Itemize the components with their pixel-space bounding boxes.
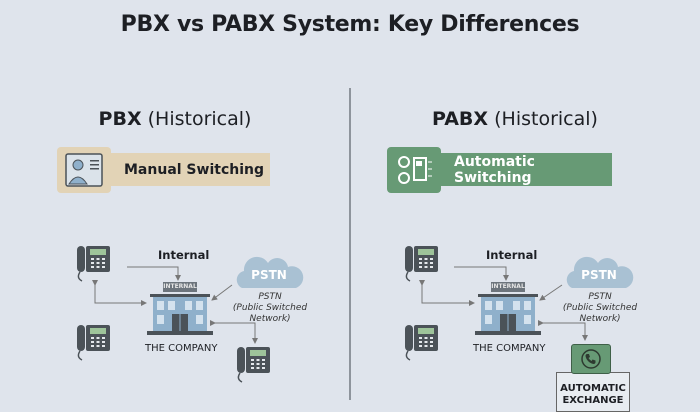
pbx-connection-lines bbox=[92, 266, 258, 344]
exchange-phone-icon bbox=[571, 344, 611, 374]
operator-icon bbox=[57, 147, 111, 193]
company-label: THE COMPANY bbox=[473, 343, 546, 354]
page-title: PBX vs PABX System: Key Differences bbox=[120, 12, 580, 37]
building-icon bbox=[147, 292, 213, 336]
automatic-switching-badge: Automatic Switching bbox=[440, 153, 612, 186]
building-sign: INTERNAL bbox=[163, 282, 197, 292]
building-icon bbox=[475, 292, 541, 336]
phone-icon bbox=[404, 244, 440, 282]
phone-icon bbox=[76, 244, 112, 282]
phone-icon bbox=[236, 345, 272, 383]
automatic-exchange-box: AUTOMATIC EXCHANGE bbox=[556, 372, 630, 412]
cloud-label: PSTN bbox=[251, 268, 287, 282]
gears-circuit-icon bbox=[387, 147, 441, 193]
internal-label: Internal bbox=[158, 248, 210, 262]
cloud-icon bbox=[566, 256, 634, 288]
cloud-icon bbox=[236, 256, 304, 288]
building-sign: INTERNAL bbox=[491, 282, 525, 292]
phone-icon bbox=[76, 323, 112, 361]
pbx-heading: PBX (Historical) bbox=[98, 108, 252, 130]
manual-switching-badge: Manual Switching bbox=[110, 153, 270, 186]
pabx-panel: PABX (Historical) Automatic Switching In… bbox=[330, 0, 680, 412]
phone-icon bbox=[404, 323, 440, 361]
internal-label: Internal bbox=[486, 248, 538, 262]
divider bbox=[349, 88, 351, 400]
pabx-connection-lines bbox=[419, 266, 588, 341]
cloud-label: PSTN bbox=[581, 268, 617, 282]
pabx-heading: PABX (Historical) bbox=[432, 108, 598, 130]
pbx-panel: PBX (Historical) Manual Switching Intern… bbox=[0, 0, 350, 400]
company-label: THE COMPANY bbox=[145, 343, 218, 354]
